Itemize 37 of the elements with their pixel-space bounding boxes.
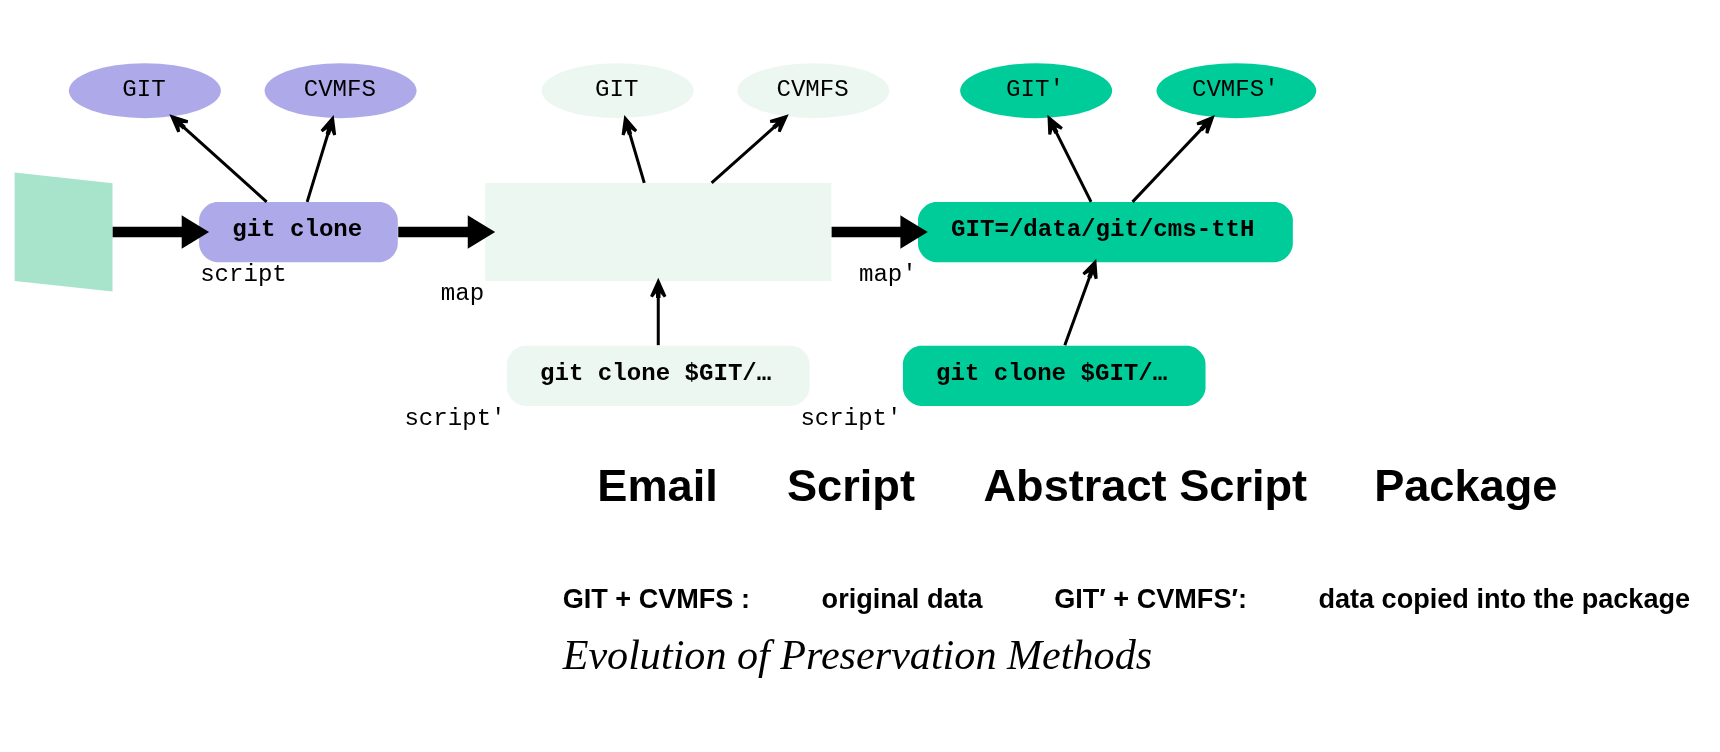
arrow [1047,116,1093,203]
arrow [112,215,210,249]
arrow [649,280,667,346]
node-ellipse: CVMFS [264,63,417,119]
arrow [710,115,788,185]
node-box: git clone [199,201,398,263]
node-ellipse: GIT [541,63,694,119]
label: data copied into the package [1318,583,1691,615]
node-label: map [440,280,485,308]
label: Abstract Script [983,459,1308,511]
caption: Evolution of Preservation Methods [562,630,1153,678]
arrow [621,117,646,184]
node-box: git clone $GIT/… [506,345,810,406]
node-ellipse: GIT [68,63,221,119]
node-ellipse: GIT′ [960,63,1113,119]
node-box: git clone $GIT/… [902,345,1206,406]
node-label: map′ [858,261,917,289]
node-label: script′ [800,405,902,433]
node-label: script [200,261,287,289]
label: original data [821,583,983,615]
arrow [398,215,496,249]
node-ellipse: CVMFS [737,63,890,119]
node-box: GIT=/data/git/cms-ttH [917,201,1293,263]
node-box [485,183,832,281]
label: Package [1374,459,1558,511]
label: Email [597,459,718,511]
node-box [14,172,113,292]
label: GIT + CVMFS : [562,583,750,615]
arrow [831,215,928,249]
label: Script [786,459,915,511]
node-label: script′ [404,405,506,433]
arrow [305,117,337,203]
label: GIT′ + CVMFS′: [1054,583,1247,615]
node-ellipse: CVMFS′ [1156,63,1317,119]
arrow [170,115,268,203]
arrow [1063,260,1098,346]
arrow [1131,116,1214,203]
